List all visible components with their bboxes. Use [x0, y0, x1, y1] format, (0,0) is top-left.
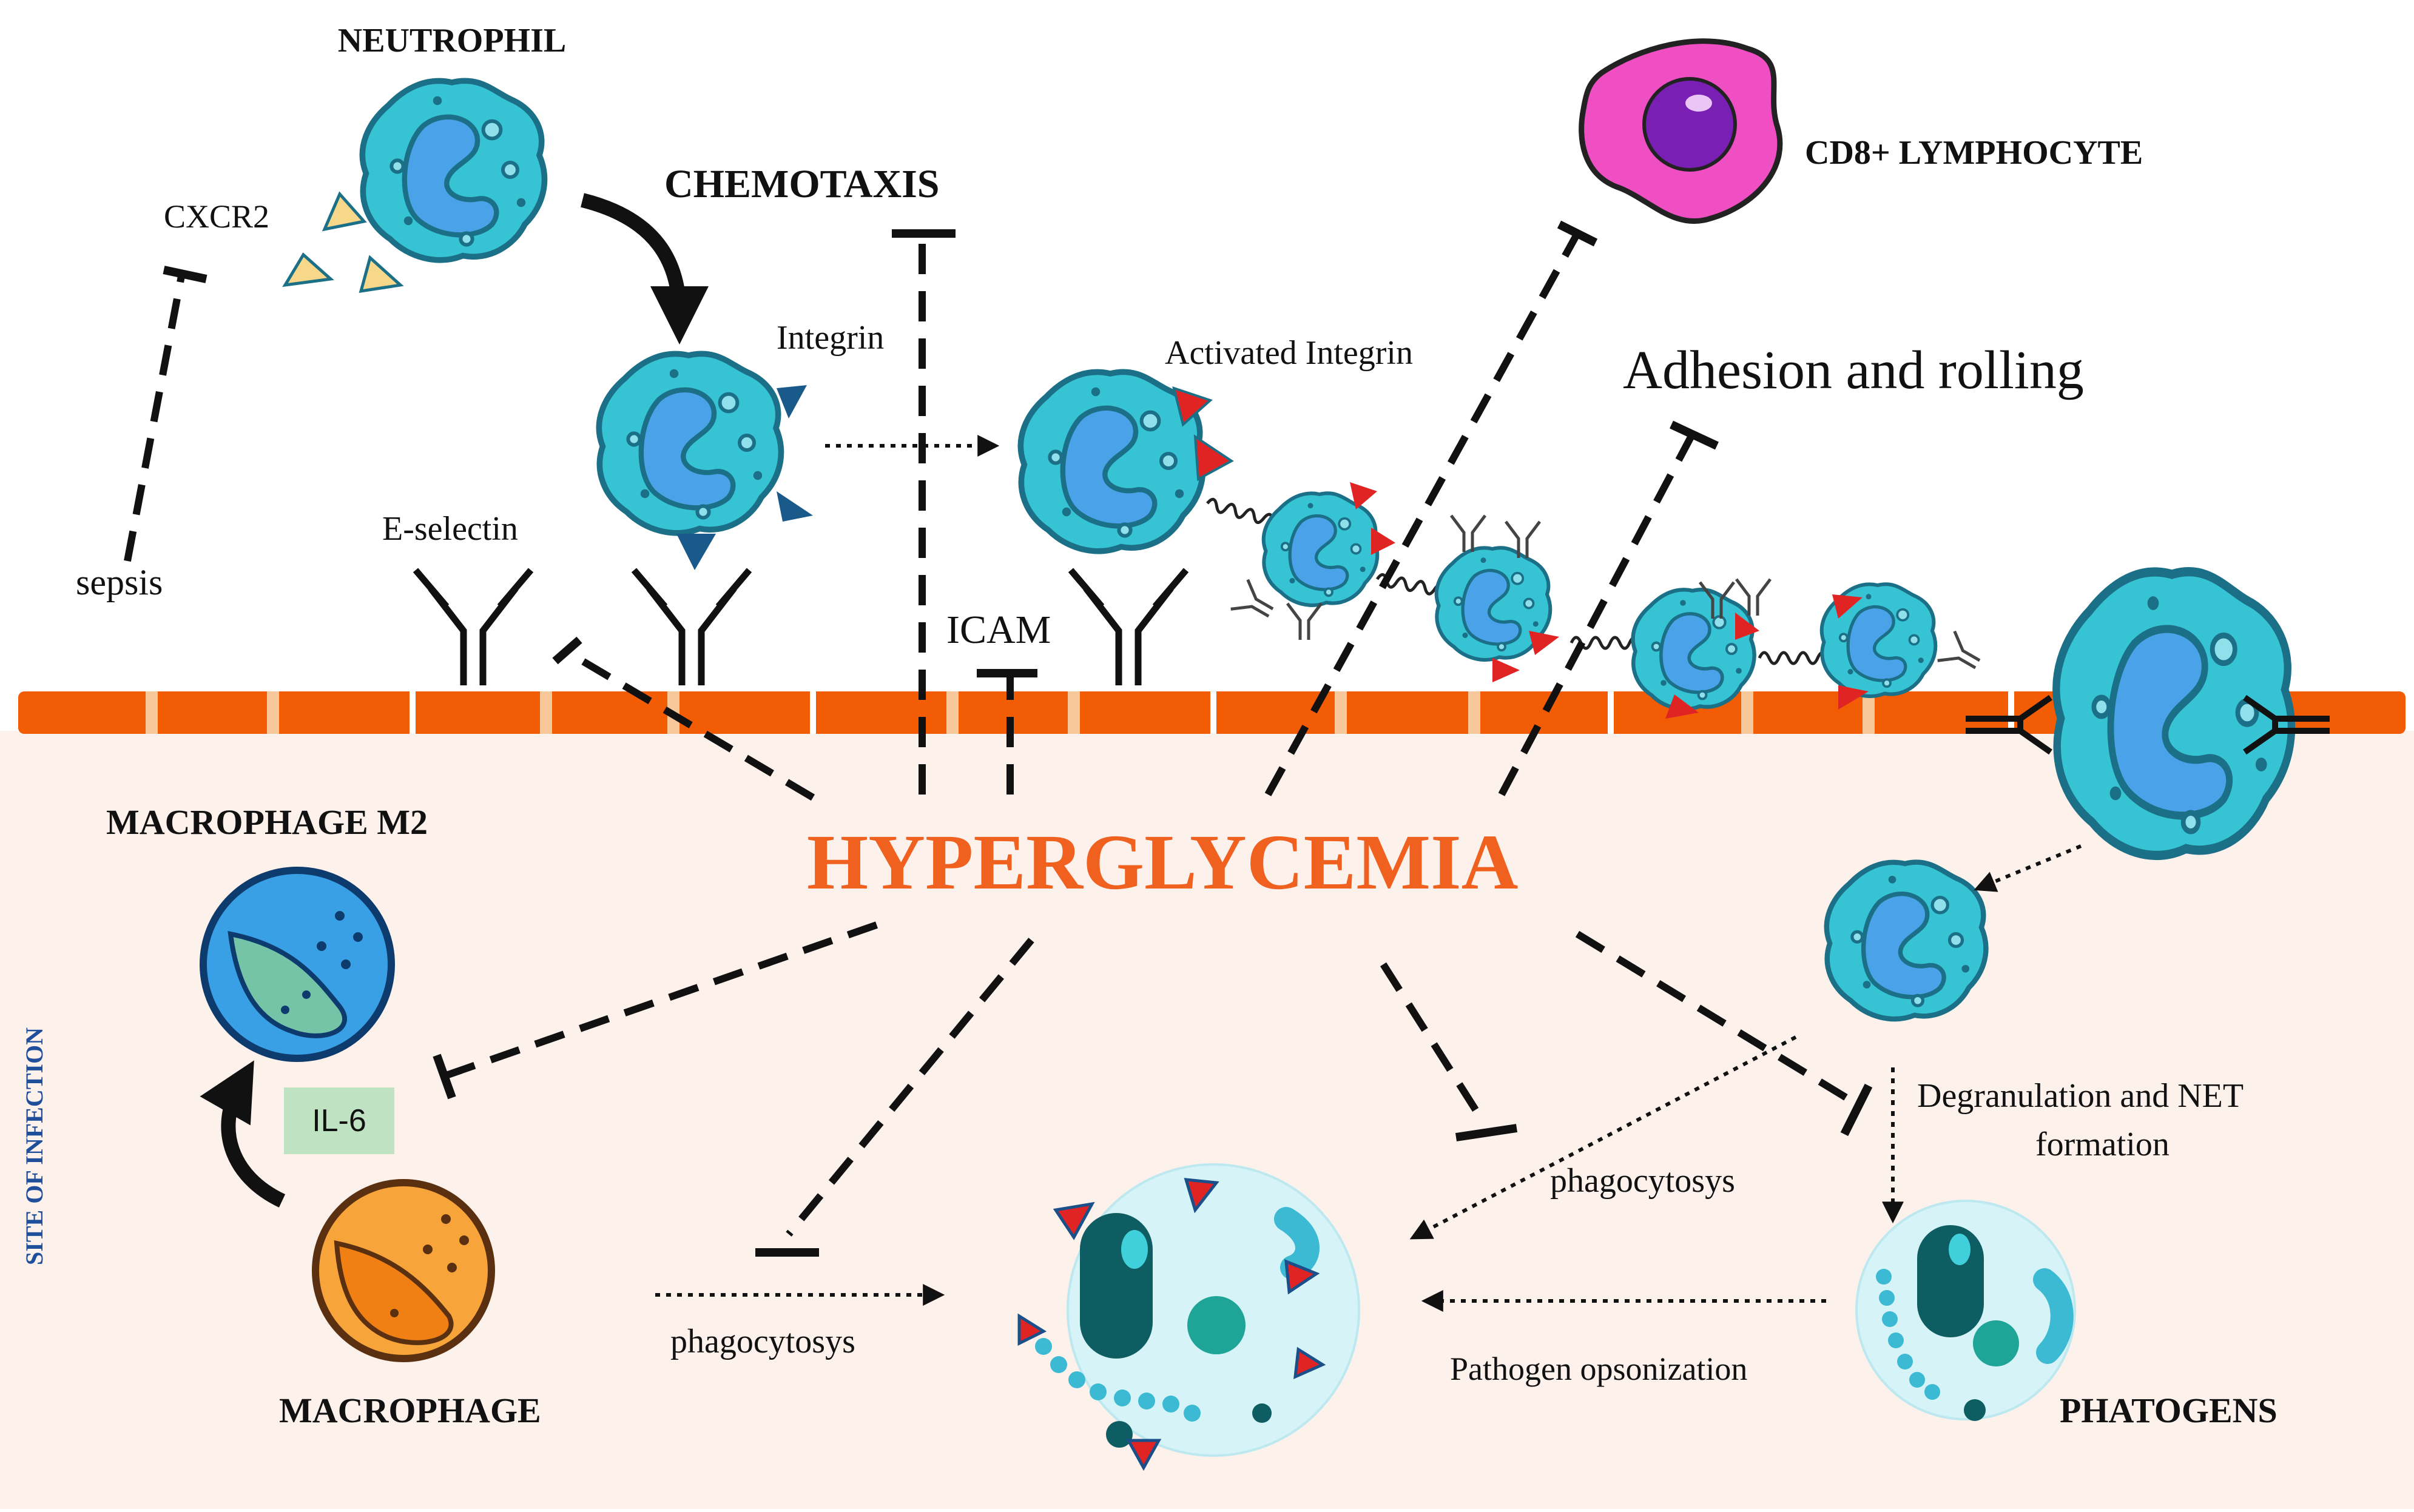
cd8-lymphocyte-cell: [1579, 38, 1783, 224]
macrophage-cell: [312, 1179, 495, 1362]
degranulation-label-line2: formation: [2035, 1126, 2170, 1163]
endothelium: [18, 691, 2406, 734]
cd8-label: CD8+ LYMPHOCYTE: [1805, 134, 2143, 172]
cxcr2-label: CXCR2: [164, 198, 269, 235]
adhesion-label: Adhesion and rolling: [1623, 340, 2084, 400]
sepsis-label: sepsis: [76, 562, 163, 602]
pathogen-opsonization-label: Pathogen opsonization: [1450, 1351, 1747, 1387]
neutrophil-integrin: [599, 354, 813, 570]
dotted-arrows: [655, 435, 2082, 1312]
il6-label: IL-6: [312, 1103, 366, 1138]
macrophage-m2-label: MACROPHAGE M2: [106, 802, 428, 842]
integrin-label: Integrin: [777, 319, 884, 357]
hyperglycemia-label: HYPERGLYCEMIA: [807, 819, 1519, 906]
pathogens-label: PHATOGENS: [2060, 1391, 2277, 1430]
transmigrating-neutrophil: [1966, 572, 2330, 856]
rolling-neutrophils: [1206, 482, 1986, 719]
e-selectin-label: E-selectin: [382, 510, 518, 548]
neutrophil-degranulating: [1827, 862, 1986, 1020]
neutrophil-label: NEUTROPHIL: [338, 22, 567, 59]
macrophage-label: MACROPHAGE: [279, 1391, 541, 1430]
il6-box: IL-6: [284, 1087, 394, 1154]
inhibition-bars: [163, 220, 1873, 1257]
chemotaxis-label: CHEMOTAXIS: [664, 162, 940, 206]
phagocytosys-left-label: phagocytosys: [670, 1323, 855, 1360]
neutrophil-activated-integrin: [1020, 372, 1234, 551]
inhibition-lines: [124, 232, 1859, 1237]
pathogens-cell: [1855, 1200, 2076, 1421]
degranulation-label-line1: Degranulation and NET: [1917, 1077, 2244, 1115]
e-selectin-receptors: [416, 570, 1186, 685]
icam-label: ICAM: [946, 608, 1051, 652]
chemotaxis-arrow: [581, 193, 709, 344]
il6-arrow: [200, 1060, 286, 1208]
macrophage-m2-cell: [200, 867, 395, 1062]
site-of-infection-label: SITE OF INFECTION: [21, 1027, 48, 1265]
activated-integrin-label: Activated Integrin: [1165, 334, 1413, 372]
infected-target-cell: [1017, 1163, 1360, 1471]
phagocytosys-right-label: phagocytosys: [1550, 1162, 1735, 1200]
neutrophil-cell: [282, 81, 544, 294]
